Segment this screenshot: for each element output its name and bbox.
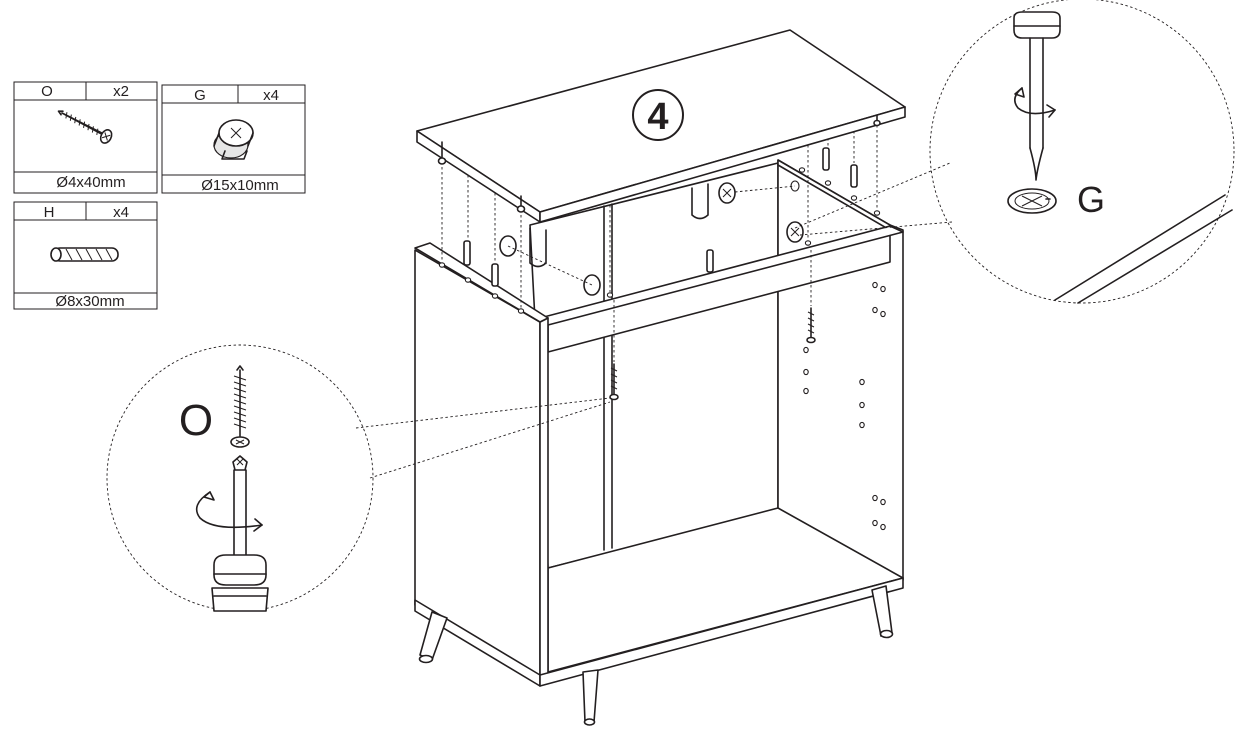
part-G-size: Ø15x10mm	[201, 177, 279, 194]
shelf-pin-holes	[803, 281, 886, 531]
cam-lock-icon	[213, 119, 254, 160]
cam-lock-icon	[1007, 188, 1057, 214]
part-O-letter: O	[41, 83, 53, 100]
screw-detail-callout: O	[106, 344, 611, 612]
part-H-letter: H	[44, 204, 55, 221]
rotation-arrow-icon	[195, 491, 263, 532]
step-number: 4	[647, 96, 668, 138]
callout-O-label: O	[179, 396, 213, 445]
part-H-qty: x4	[113, 204, 129, 221]
part-O-size: Ø4x40mm	[56, 174, 125, 191]
assembly-guides	[441, 120, 878, 362]
screwdriver-icon	[211, 455, 269, 612]
dowels	[463, 147, 858, 287]
cabinet-body	[414, 120, 904, 726]
part-G-letter: G	[194, 87, 206, 104]
rotation-arrow-icon	[1014, 87, 1056, 118]
part-box-H: H x4 Ø8x30mm	[13, 201, 158, 310]
part-box-O: O x2 Ø4x40mm	[13, 81, 158, 194]
part-box-G: G x4 Ø15x10mm	[161, 84, 306, 194]
part-O-qty: x2	[113, 83, 129, 100]
top-panel: 4	[416, 29, 906, 223]
cam-detail-callout: G	[794, 0, 1235, 304]
tapered-legs	[418, 585, 894, 726]
top-edge-holes	[438, 167, 881, 314]
step-number-circle	[632, 89, 684, 141]
screw-icon	[57, 110, 113, 144]
wooden-dowel-icon	[50, 247, 119, 262]
part-H-size: Ø8x30mm	[55, 293, 124, 310]
back-panel	[529, 162, 779, 569]
part-G-qty: x4	[263, 87, 279, 104]
callout-G-label: G	[1077, 179, 1105, 220]
screwdriver-icon	[1013, 11, 1061, 181]
screw-icon	[230, 365, 250, 448]
rail-screws	[609, 307, 816, 401]
